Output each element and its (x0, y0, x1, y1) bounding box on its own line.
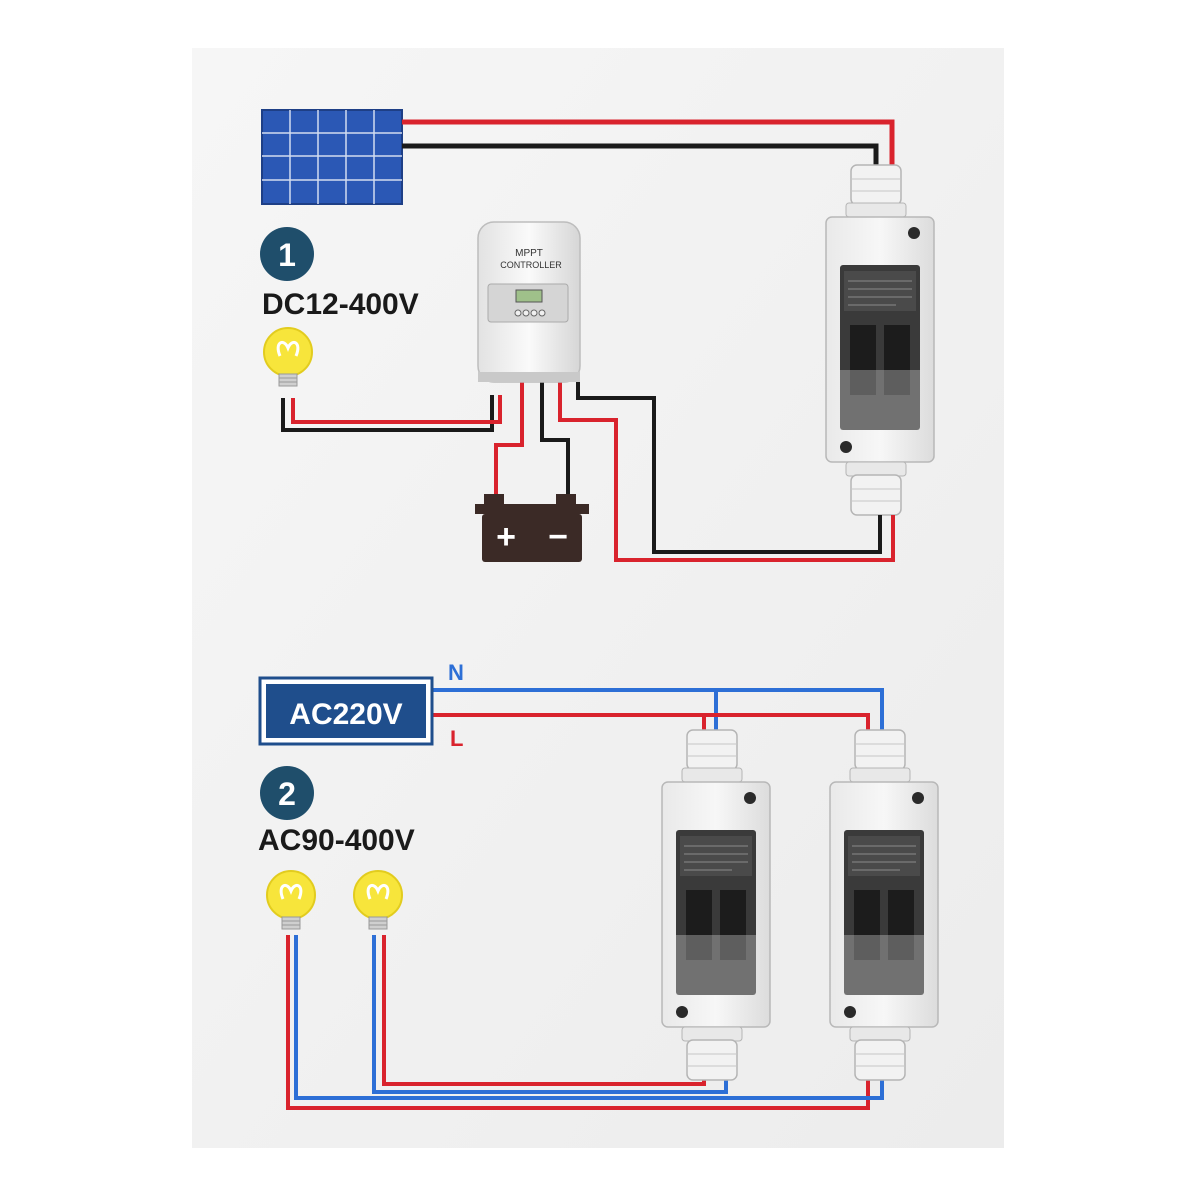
step-badge-1: 1 (260, 227, 314, 281)
battery-wires (494, 380, 570, 495)
line-label: L (450, 726, 463, 751)
controller-label-line1: MPPT (515, 248, 543, 259)
dc-section: MPPT CONTROLLER + − 1 DC12-400V (260, 109, 935, 562)
ac-source-label: AC220V (289, 698, 402, 731)
battery-icon: + − (475, 494, 589, 562)
mppt-controller-icon: MPPT CONTROLLER (477, 221, 581, 383)
controller-label-line2: CONTROLLER (500, 260, 562, 270)
step-number-2: 2 (278, 776, 296, 812)
battery-minus: − (548, 518, 568, 556)
step-number-1: 1 (278, 237, 296, 273)
breaker-controller-wires (558, 378, 895, 562)
battery-plus: + (496, 518, 516, 556)
ac-section: AC220V N L 2 AC90-400V (258, 660, 939, 1110)
breaker-box-icon (829, 729, 939, 1081)
ac-source-box: AC220V (258, 676, 434, 746)
solar-panel-icon (261, 109, 403, 205)
breaker-box-icon (825, 164, 935, 516)
bulb-wires-dc (281, 395, 502, 432)
ac-voltage-label: AC90-400V (258, 824, 415, 857)
step-badge-2: 2 (260, 766, 314, 820)
neutral-label: N (448, 660, 464, 685)
dc-voltage-label: DC12-400V (262, 288, 419, 321)
breaker-box-icon (661, 729, 771, 1081)
panel-wires (402, 119, 895, 170)
